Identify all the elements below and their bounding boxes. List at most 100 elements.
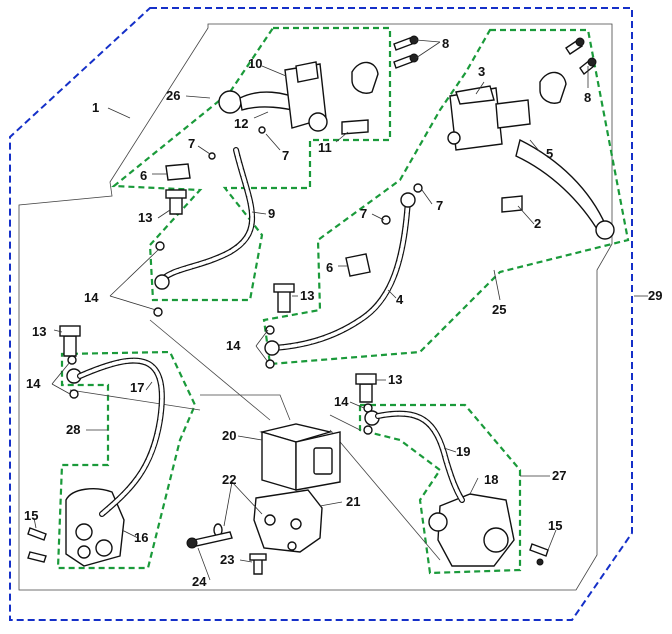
connector-line bbox=[329, 414, 361, 431]
leader-24 bbox=[197, 547, 211, 581]
leader-22 bbox=[231, 481, 263, 515]
reservoir-cap bbox=[295, 61, 319, 83]
leader-14a bbox=[109, 249, 159, 297]
banjo-port bbox=[447, 131, 461, 145]
mount-boss bbox=[308, 112, 328, 132]
screw-15-right bbox=[529, 543, 549, 557]
screw-head bbox=[587, 57, 597, 67]
hose-4-banjo-bottom bbox=[264, 340, 280, 356]
leader-7d bbox=[371, 213, 385, 221]
callout-6a: 6 bbox=[140, 168, 147, 183]
callout-29: 29 bbox=[648, 288, 662, 303]
leader-20 bbox=[237, 435, 263, 441]
hose-4-banjo-top bbox=[400, 192, 416, 208]
lever-knob bbox=[218, 90, 242, 114]
hose-4-braid bbox=[272, 198, 410, 350]
hose-9-banjo bbox=[154, 274, 170, 290]
washer bbox=[381, 215, 391, 225]
brake-switch-left bbox=[341, 119, 369, 135]
left-brake-lever-assembly bbox=[165, 35, 419, 215]
leader-16 bbox=[121, 529, 139, 539]
bolt-13-left-head bbox=[59, 325, 81, 337]
callout-21: 21 bbox=[346, 494, 360, 509]
group-28-outline bbox=[56, 350, 197, 570]
caliper-piston bbox=[75, 523, 93, 541]
clamp-screw bbox=[393, 55, 413, 69]
leader-4 bbox=[387, 289, 397, 299]
hose-17-braid bbox=[78, 358, 164, 516]
washer bbox=[155, 241, 165, 251]
callout-24: 24 bbox=[192, 574, 207, 589]
callout-7b: 7 bbox=[282, 148, 289, 163]
callout-13a: 13 bbox=[138, 210, 152, 225]
bolt-24 bbox=[193, 531, 233, 547]
callout-7d: 7 bbox=[360, 206, 367, 221]
abs-block-front bbox=[261, 431, 297, 491]
leader-14c bbox=[51, 383, 71, 395]
right-lever-knob bbox=[595, 220, 615, 240]
callout-3: 3 bbox=[478, 64, 485, 79]
bracket-grommet bbox=[264, 514, 276, 526]
o-ring bbox=[258, 126, 266, 134]
callout-14c: 14 bbox=[26, 376, 41, 391]
washer bbox=[413, 183, 423, 193]
callout-13b: 13 bbox=[300, 288, 314, 303]
callout-4: 4 bbox=[396, 292, 404, 307]
leader-25 bbox=[493, 269, 501, 301]
connector-line bbox=[200, 394, 291, 421]
leader-3 bbox=[475, 81, 485, 95]
bolt-23-head bbox=[249, 553, 267, 561]
leader-7c bbox=[421, 189, 433, 205]
callout-13d: 13 bbox=[388, 372, 402, 387]
screw-head bbox=[409, 53, 419, 63]
assembly-29-outline bbox=[9, 7, 633, 621]
leader-8a bbox=[415, 41, 441, 59]
handlebar-clamp-left bbox=[351, 61, 379, 94]
leader-17 bbox=[145, 381, 153, 391]
caliper-piston bbox=[77, 545, 91, 559]
screw-head bbox=[575, 37, 585, 47]
clamp-screw bbox=[393, 37, 413, 51]
bolt-13-right bbox=[359, 383, 373, 403]
leader-18 bbox=[469, 477, 479, 495]
caliper-piston bbox=[95, 539, 113, 557]
callout-25: 25 bbox=[492, 302, 506, 317]
group-26-outline bbox=[111, 26, 392, 302]
caliper-right-piston bbox=[483, 527, 509, 553]
cylinder-nose bbox=[495, 99, 531, 129]
bolt-13-head bbox=[165, 189, 187, 199]
caliper-piston bbox=[428, 512, 448, 532]
screw-15-right-head bbox=[536, 558, 544, 566]
leader-lines bbox=[33, 39, 648, 581]
handlebar-clamp-right bbox=[539, 71, 567, 104]
callout-8a: 8 bbox=[442, 36, 449, 51]
group-25-outline bbox=[262, 28, 630, 366]
callout-17: 17 bbox=[130, 380, 144, 395]
screw-15-left-b bbox=[27, 551, 47, 563]
leader-15a bbox=[33, 517, 37, 529]
bracket-grommet bbox=[290, 518, 302, 530]
callout-19: 19 bbox=[456, 444, 470, 459]
callout-14a: 14 bbox=[84, 290, 99, 305]
bolt-13-right-head bbox=[355, 373, 377, 385]
leader-8a bbox=[415, 39, 441, 43]
screw-15-left bbox=[27, 527, 47, 541]
bracket-grommet bbox=[287, 541, 297, 551]
right-brake-lever-assembly bbox=[345, 37, 615, 277]
callout-15b: 15 bbox=[548, 518, 562, 533]
callout-16: 16 bbox=[134, 530, 148, 545]
leader-14b bbox=[255, 345, 269, 363]
hose-19 bbox=[375, 410, 465, 503]
leader-9 bbox=[251, 211, 267, 215]
washer bbox=[153, 307, 163, 317]
leader-13a bbox=[157, 209, 171, 219]
leader-14d bbox=[349, 401, 365, 409]
callout-2: 2 bbox=[534, 216, 541, 231]
washer bbox=[265, 325, 275, 335]
leader-7b bbox=[265, 133, 281, 151]
callout-11: 11 bbox=[318, 140, 332, 155]
callout-14d: 14 bbox=[334, 394, 349, 409]
callout-13c: 13 bbox=[32, 324, 46, 339]
